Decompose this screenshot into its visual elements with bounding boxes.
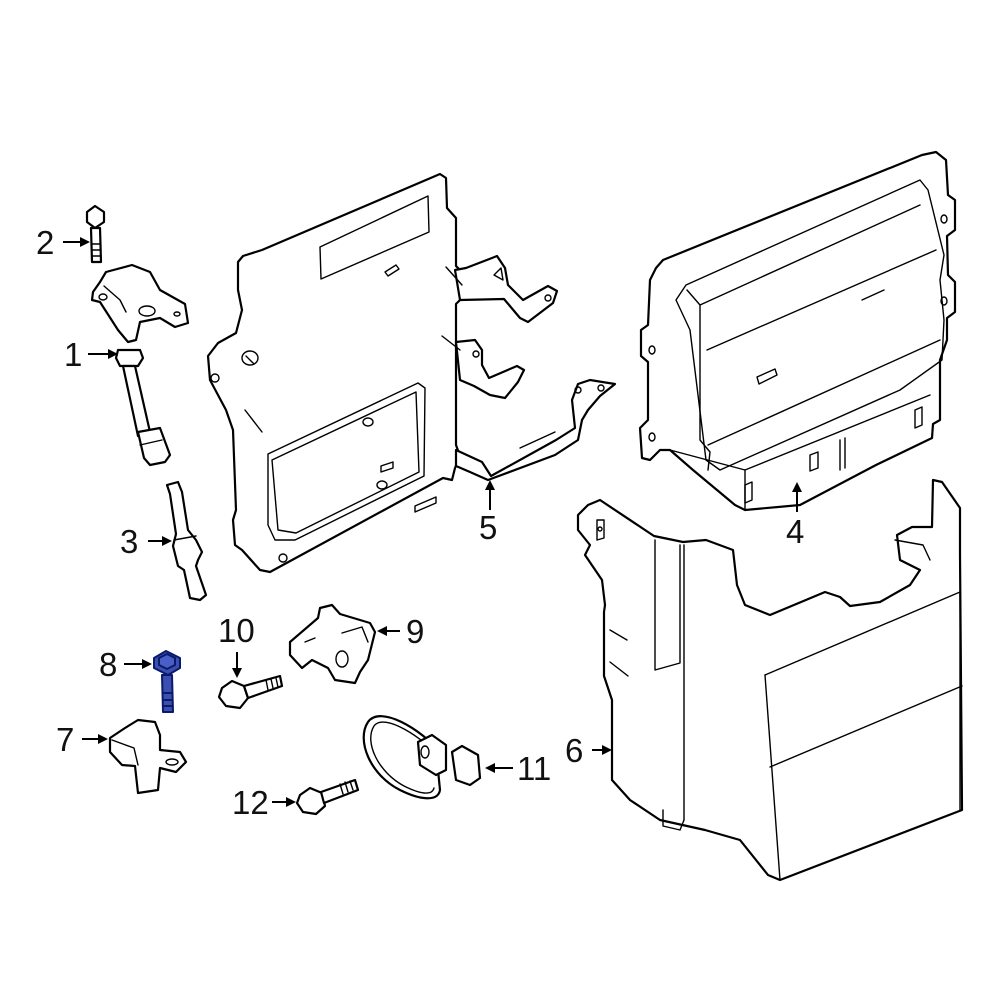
- part-1-ignition-coil[interactable]: [90, 263, 190, 467]
- callout-10[interactable]: 10: [218, 612, 255, 649]
- callout-3[interactable]: 3: [120, 523, 138, 560]
- callout-2[interactable]: 2: [36, 224, 54, 261]
- part-4-ecm[interactable]: [638, 150, 957, 512]
- callout-leaders: [63, 237, 802, 807]
- part-9-crank-sensor[interactable]: [288, 603, 377, 685]
- callout-11[interactable]: 11: [517, 750, 551, 787]
- part-3-spark-plug[interactable]: [165, 480, 208, 602]
- callout-labels: 2 1 3 5 4 10 9 8 7 6 11 12: [36, 224, 804, 821]
- part-10-bolt[interactable]: [217, 674, 284, 710]
- part-6-cover[interactable]: [576, 478, 964, 882]
- part-7-cam-sensor[interactable]: [108, 718, 188, 795]
- callout-12[interactable]: 12: [232, 784, 269, 821]
- part-2-bolt[interactable]: [85, 204, 106, 264]
- callout-6[interactable]: 6: [565, 732, 583, 769]
- callout-4[interactable]: 4: [786, 513, 804, 550]
- part-8-bolt-highlighted[interactable]: [153, 650, 181, 713]
- part-12-bolt[interactable]: [295, 778, 360, 816]
- callout-7[interactable]: 7: [56, 721, 74, 758]
- callout-8[interactable]: 8: [99, 646, 117, 683]
- callout-9[interactable]: 9: [406, 613, 424, 650]
- callout-1[interactable]: 1: [64, 336, 82, 373]
- callout-5[interactable]: 5: [479, 509, 497, 546]
- part-11-knock-sensor[interactable]: [362, 715, 482, 800]
- part-5-bracket[interactable]: [206, 172, 617, 574]
